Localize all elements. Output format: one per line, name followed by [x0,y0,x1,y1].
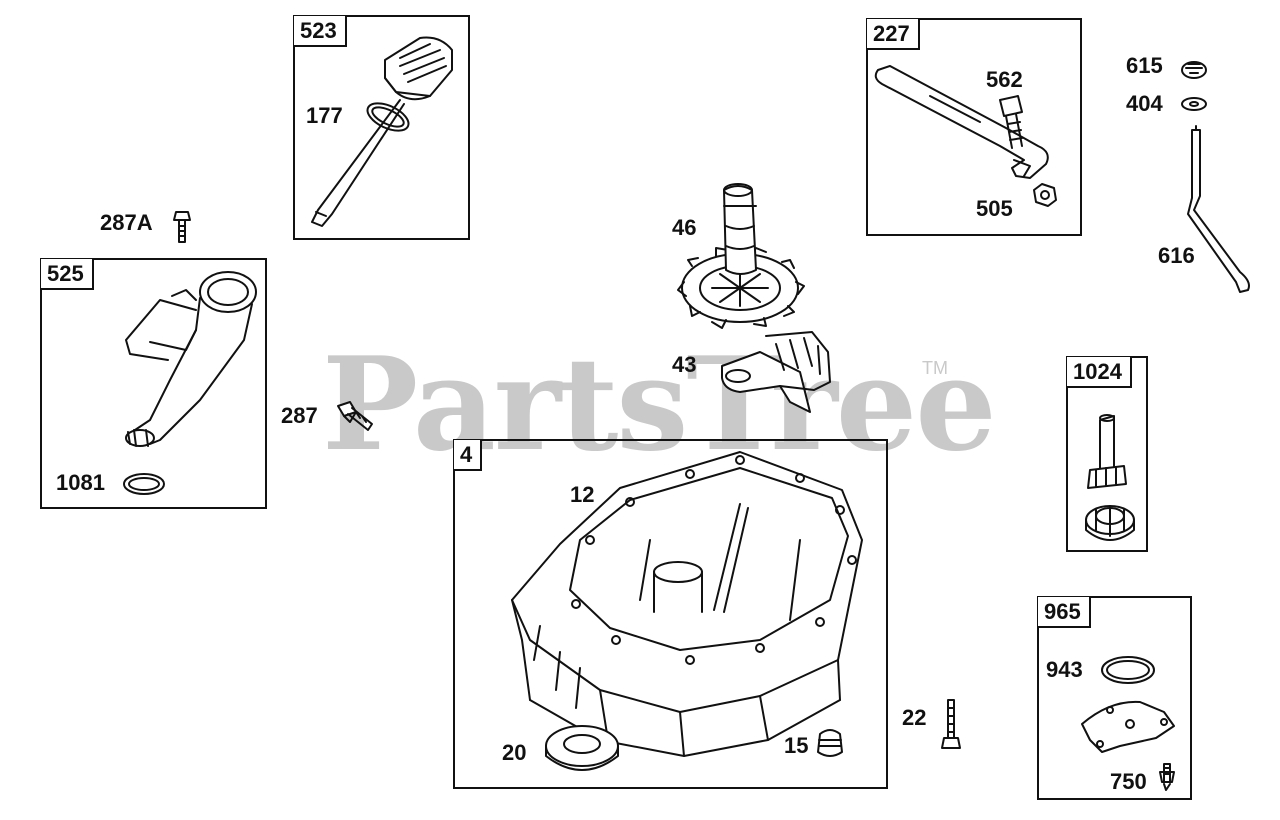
part-label-943: 943 [1046,657,1083,682]
governor-shaft-616-icon[interactable] [1188,126,1249,292]
washer-404-icon[interactable] [1182,98,1206,110]
screw-22-icon[interactable] [942,700,960,748]
kit-number-4: 4 [454,440,483,471]
part-label-562: 562 [986,67,1023,92]
nut-505-icon[interactable] [1034,184,1056,206]
dipstick-oring-icon[interactable] [363,98,412,137]
cap-615-icon[interactable] [1182,62,1206,78]
kit-box-4[interactable]: 4 [453,439,888,789]
part-label-20: 20 [502,740,527,765]
part-label-43: 43 [672,352,697,377]
kit-number-227: 227 [867,19,920,50]
part-label-616: 616 [1158,243,1195,268]
kit-number-525: 525 [41,259,94,290]
part-label-46: 46 [672,215,697,240]
screw-750-icon[interactable] [1160,764,1174,790]
oring-1081-icon[interactable] [124,474,164,494]
bolt-287a-icon[interactable] [174,212,190,242]
part-label-750: 750 [1110,769,1147,794]
kit-number-965: 965 [1038,597,1091,628]
oring-943-icon[interactable] [1102,657,1154,683]
governor-lever-icon[interactable] [876,66,1048,178]
kit-box-227[interactable]: 227 [866,18,1082,236]
part-label-404: 404 [1126,91,1163,116]
plug-15-icon[interactable] [818,730,842,756]
part-label-177: 177 [306,103,343,128]
part-label-12: 12 [570,482,595,507]
partstree-watermark: PartsTree [322,330,997,480]
cover-plate-icon[interactable] [1082,702,1174,752]
kit-box-525[interactable]: 525 [40,258,267,509]
bolt-562-icon[interactable] [1000,96,1022,148]
oil-seal-icon[interactable] [546,726,618,770]
sump-cover-icon[interactable] [512,452,862,756]
kit-number-1024: 1024 [1067,357,1132,388]
kit-number-523: 523 [294,16,347,47]
trademark-mark: TM [922,358,948,378]
kit-box-523[interactable]: 523 [293,15,470,240]
kit-box-965[interactable]: 965 [1037,596,1192,800]
part-label-1081: 1081 [56,470,105,495]
kit-box-1024[interactable]: 1024 [1066,356,1148,552]
part-label-15: 15 [784,733,809,758]
part-label-505: 505 [976,196,1013,221]
part-label-615: 615 [1126,53,1163,78]
governor-assembly-icon[interactable] [722,332,830,412]
cam-gear-icon[interactable] [678,184,804,328]
part-label-287: 287 [281,403,318,428]
part-label-287a: 287A [100,210,153,235]
oil-fill-tube-icon[interactable] [126,272,256,446]
bolt-287-icon[interactable] [338,402,372,430]
gear-1024-icon[interactable] [1086,415,1134,540]
part-label-22: 22 [902,705,927,730]
dipstick-cap-icon[interactable] [312,38,452,227]
